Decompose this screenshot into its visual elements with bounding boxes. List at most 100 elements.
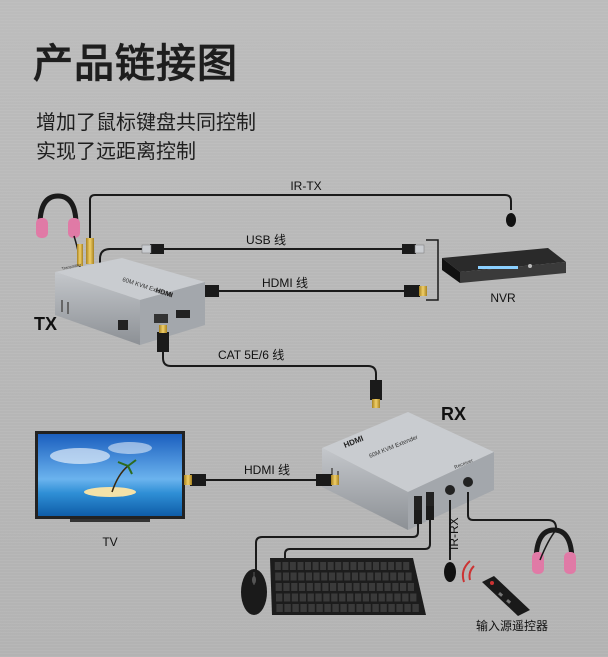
keyboard-key <box>397 572 404 581</box>
keyboard-key <box>289 562 296 570</box>
nvr-label: NVR <box>490 291 516 305</box>
mouse-icon <box>241 569 267 615</box>
keyboard-key <box>321 572 328 581</box>
keyboard-key <box>403 562 410 570</box>
keyboard-key <box>359 572 366 581</box>
keyboard-key <box>388 604 395 612</box>
keyboard-key <box>307 593 314 602</box>
keyboard-key <box>374 572 381 581</box>
keyboard-key <box>354 593 362 602</box>
keyboard-key <box>361 583 368 591</box>
keyboard-key <box>299 593 306 602</box>
keyboard-key <box>323 593 330 602</box>
keyboard-key <box>275 583 282 591</box>
keyboard-key <box>394 593 401 602</box>
keyboard-key <box>340 604 347 612</box>
keyboard-key <box>305 562 311 570</box>
hdmi-top-cable <box>196 285 427 297</box>
keyboard-key <box>386 593 393 602</box>
keyboard-key <box>298 583 306 591</box>
keyboard-key <box>405 572 412 581</box>
keyboard-keys <box>274 562 419 612</box>
keyboard-key <box>412 604 419 612</box>
keyboard-key <box>300 604 307 612</box>
keyboard-key <box>344 572 351 581</box>
keyboard-key <box>353 583 360 591</box>
tx-side-text: Transmitter <box>61 262 82 271</box>
keyboard-key <box>336 572 343 581</box>
keyboard-key <box>345 583 352 591</box>
keyboard-key <box>312 562 319 570</box>
keyboard-key <box>314 583 321 591</box>
remote-control-icon <box>461 560 530 616</box>
tx-extender-device: 60M KVM Extender HDMI Transmitter <box>55 258 205 345</box>
ir-tx-emitter <box>506 213 516 227</box>
keyboard-key <box>395 562 402 570</box>
keyboard-key <box>339 593 346 602</box>
ir-tx-label: IR-TX <box>290 179 321 193</box>
tv-icon <box>35 431 185 522</box>
keyboard-key <box>373 562 379 570</box>
keyboard-key <box>275 572 282 581</box>
keyboard-key <box>376 583 383 591</box>
nvr-bracket <box>426 239 439 301</box>
keyboard-key <box>276 604 283 612</box>
keyboard-key <box>400 583 407 591</box>
keyboard-key <box>357 562 364 570</box>
rx-extender-device: HDMI 60M KVM Extender Receiver <box>322 412 494 530</box>
keyboard-key <box>342 562 349 570</box>
usb-label: USB 线 <box>246 233 286 247</box>
keyboard-key <box>327 562 334 570</box>
headphones-bottom-icon <box>532 527 576 574</box>
ir-tx-cable <box>86 194 516 264</box>
keyboard-key <box>392 583 399 591</box>
usb-cable <box>99 244 425 270</box>
keyboard-key <box>332 604 339 612</box>
keyboard-key <box>335 562 342 570</box>
keyboard-key <box>356 604 363 612</box>
keyboard-key <box>298 572 305 581</box>
subtitle-line-2: 实现了远距离控制 <box>36 139 196 163</box>
keyboard-key <box>382 572 389 581</box>
keyboard-key <box>337 583 344 591</box>
keyboard-key <box>316 604 323 612</box>
keyboard-key <box>410 593 417 602</box>
keyboard-key <box>306 583 313 591</box>
keyboard-key <box>297 562 304 570</box>
hdmi-top-label: HDMI 线 <box>262 276 308 290</box>
tv-label: TV <box>102 535 117 549</box>
keyboard-key <box>407 583 414 591</box>
cat-label: CAT 5E/6 线 <box>218 348 284 362</box>
keyboard-key <box>404 604 411 612</box>
hdmi-bottom-label: HDMI 线 <box>244 463 290 477</box>
keyboard-key <box>282 572 289 581</box>
keyboard-key <box>388 562 395 570</box>
cat-cable <box>157 325 382 408</box>
tx-label: TX <box>34 314 57 334</box>
keyboard-key <box>380 604 387 612</box>
keyboard-key <box>320 562 327 570</box>
keyboard-key <box>378 593 385 602</box>
keyboard-key <box>330 583 337 591</box>
rx-label: RX <box>441 404 466 424</box>
keyboard-key <box>368 583 376 591</box>
keyboard-key <box>283 583 290 591</box>
keyboard-key <box>284 604 291 612</box>
ir-rx-label: IR-RX <box>447 517 461 550</box>
ir-tx-jack <box>86 238 94 264</box>
keyboard-key <box>372 604 379 612</box>
keyboard-key <box>380 562 387 570</box>
keyboard-key <box>305 572 312 581</box>
keyboard-key <box>384 583 391 591</box>
keyboard-key <box>324 604 331 612</box>
rx-peripheral-cables <box>255 492 557 570</box>
keyboard-key <box>402 593 409 602</box>
keyboard-key <box>308 604 315 612</box>
keyboard-key <box>348 604 355 612</box>
hdmi-bottom-cable <box>184 474 339 486</box>
keyboard-key <box>396 604 403 612</box>
keyboard-key <box>347 593 354 602</box>
page-title: 产品链接图 <box>33 41 238 87</box>
